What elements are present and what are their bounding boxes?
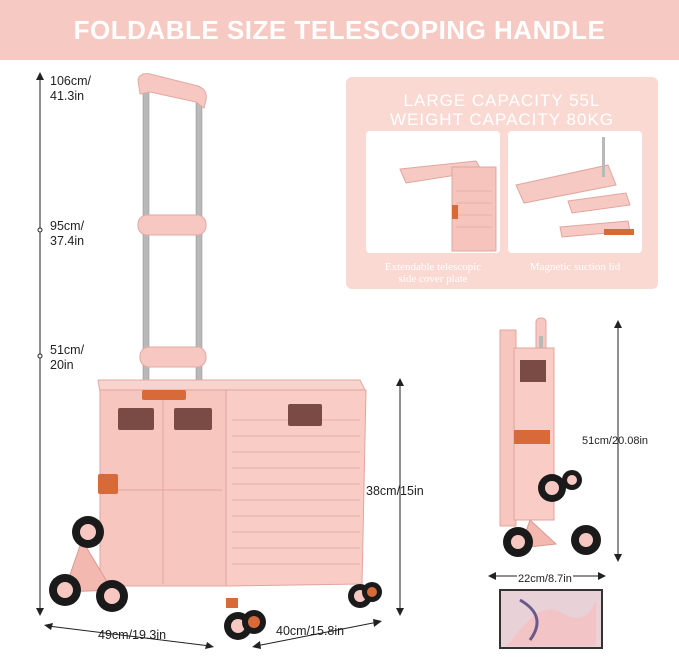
banner-title: FOLDABLE SIZE TELESCOPING HANDLE <box>73 14 606 45</box>
height-51-label: 51cm/20in <box>50 343 85 372</box>
height-95-label: 95cm/37.4in <box>50 219 85 248</box>
width-label: 49cm/19.3in <box>98 628 167 642</box>
capacity-title: LARGE CAPACITY 55L WEIGHT CAPACITY 80KG <box>389 91 615 129</box>
depth-label: 40cm/15.8in <box>276 624 345 638</box>
capacity-panel: LARGE CAPACITY 55L WEIGHT CAPACITY 80KG … <box>346 77 658 289</box>
magnetic-lid-photo <box>508 131 642 253</box>
folded-height-label: 51cm/20.08in <box>582 435 649 447</box>
title-banner: FOLDABLE SIZE TELESCOPING HANDLE <box>0 0 679 60</box>
side-plate-photo <box>366 131 500 253</box>
folded-width-label: 22cm/8.7in <box>517 572 573 587</box>
box-height-label: 38cm/15in <box>366 484 424 498</box>
magnetic-lid-caption: Magnetic suction lid <box>529 261 621 273</box>
height-106-label: 106cm/41.3in <box>50 74 91 103</box>
